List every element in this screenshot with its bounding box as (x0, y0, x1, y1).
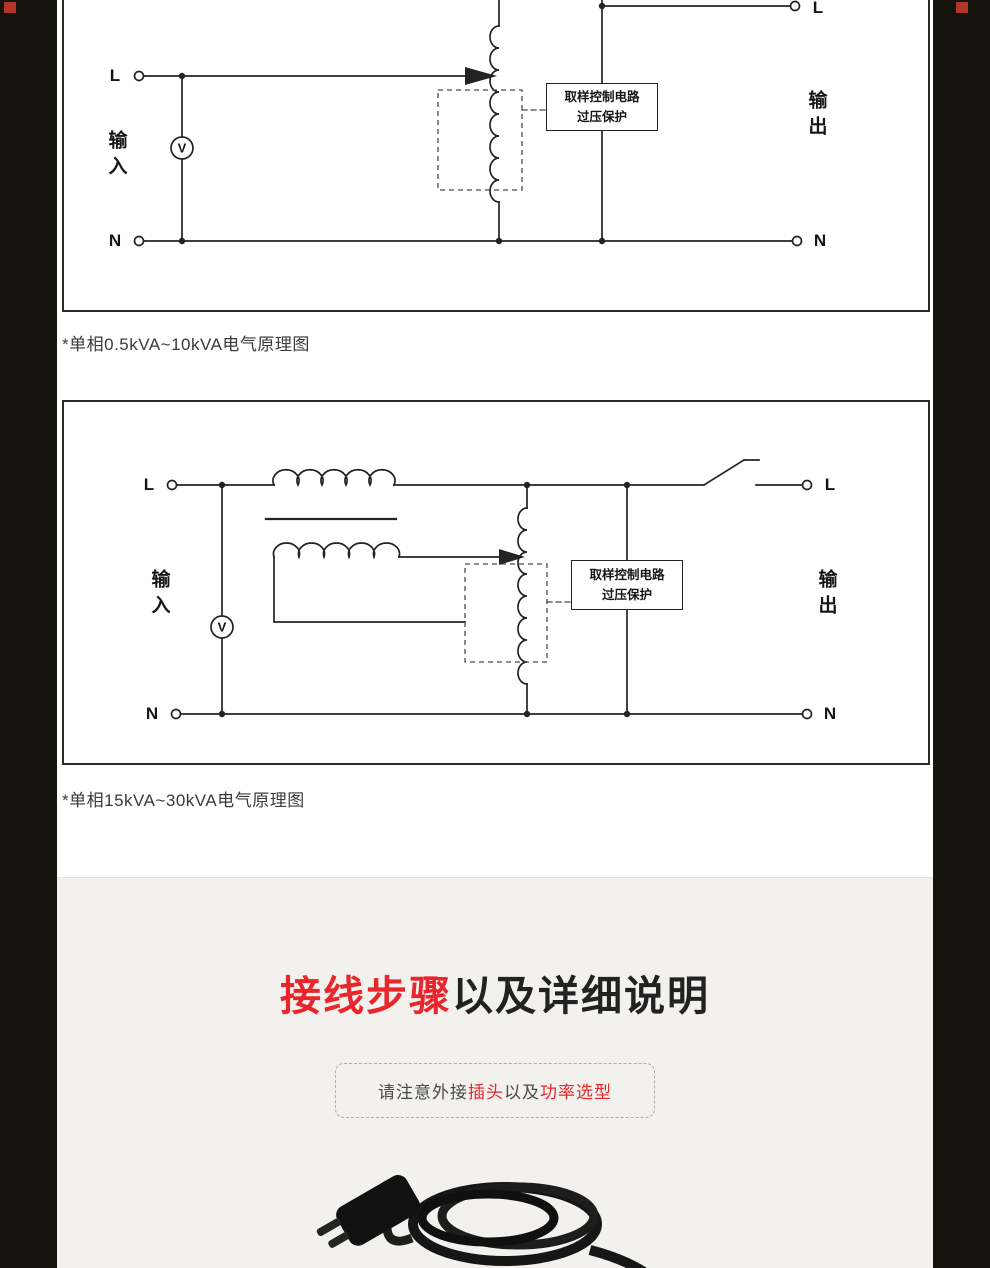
page-edge-left (0, 0, 57, 1268)
input-label: 输入 (148, 569, 170, 621)
series-boost-coil (272, 468, 396, 487)
voltmeter-icon (170, 136, 194, 160)
terminal-n-out (801, 708, 813, 720)
note-box: 请注意外接插头以及功率选型 (335, 1063, 655, 1119)
circuit-svg-1 (133, 0, 803, 247)
switch-blade-icon (702, 458, 746, 487)
wiper-arrow-icon (499, 549, 525, 565)
output-label: 输出 (805, 90, 827, 142)
output-label: 输出 (815, 569, 837, 621)
control-box-line2: 过压保护 (576, 109, 627, 124)
terminal-n-out (791, 235, 803, 247)
terminal-label-n-out: N (813, 231, 827, 250)
terminal-l-out (801, 479, 813, 491)
wiper-arrow-icon (465, 67, 497, 85)
terminal-label-l-out: L (824, 475, 836, 494)
control-box-line2: 过压保护 (601, 587, 652, 602)
primary-return-wire (273, 556, 466, 623)
voltmeter-label: V (177, 140, 187, 156)
terminal-label-l-out: L (812, 0, 824, 17)
terminal-l-out (789, 0, 801, 12)
schematic-caption-2: *单相15kVA~30kVA电气原理图 (62, 791, 305, 810)
terminal-label-l-in: L (109, 66, 121, 85)
note-text-1: 请注意外接 (378, 1083, 468, 1103)
schematic-caption-1: *单相0.5kVA~10kVA电气原理图 (62, 335, 310, 354)
terminal-label-n-in: N (108, 231, 122, 250)
edge-artifact-right (956, 2, 968, 13)
autotransformer-coil (489, 25, 500, 203)
terminal-label-n-out: N (823, 704, 837, 723)
terminal-l-in (133, 70, 145, 82)
note-text-4: 功率选型 (540, 1083, 612, 1103)
terminal-n-in (170, 708, 182, 720)
section-title-highlight: 接线步骤 (280, 973, 452, 1019)
control-box-line1: 取样控制电路 (589, 567, 665, 582)
section-title-rest: 以及详细说明 (452, 973, 710, 1019)
servo-dashed-region (464, 563, 548, 663)
schematic-box-1: L 输入 N V 取样控制电路 过压保护 输出 L N (62, 0, 930, 312)
terminal-l-in (166, 479, 178, 491)
coiled-cable (382, 1182, 648, 1268)
schematic-1: L 输入 N V 取样控制电路 过压保护 输出 L N (64, 0, 928, 310)
wiring-guide-section: 接线步骤以及详细说明 请注意外接插头以及功率选型 (0, 877, 990, 1268)
page-edge-right (933, 0, 990, 1268)
primary-coil (272, 542, 401, 560)
note-text-3: 以及 (504, 1083, 540, 1103)
schematic-box-2: L 输入 N V 取样控制电路 过压保护 输出 L N (62, 400, 930, 765)
edge-artifact-left (4, 2, 16, 13)
terminal-label-n-in: N (145, 704, 159, 723)
plug-head (316, 1174, 421, 1248)
schematic-2: L 输入 N V 取样控制电路 过压保护 输出 L N (64, 402, 928, 763)
control-box-line1: 取样控制电路 (564, 89, 640, 104)
section-title: 接线步骤以及详细说明 (0, 878, 990, 1019)
voltmeter-icon (210, 615, 234, 639)
regulator-coil (517, 507, 528, 685)
circuit-svg-2 (166, 458, 813, 720)
servo-dashed-region (437, 89, 523, 191)
voltmeter-label: V (217, 619, 227, 635)
control-box: 取样控制电路 过压保护 (546, 83, 658, 131)
control-box: 取样控制电路 过压保护 (571, 560, 683, 610)
terminal-label-l-in: L (143, 475, 155, 494)
power-plug-photo (316, 1174, 648, 1268)
terminal-n-in (133, 235, 145, 247)
note-text-2: 插头 (468, 1083, 504, 1103)
input-label: 输入 (105, 130, 127, 182)
